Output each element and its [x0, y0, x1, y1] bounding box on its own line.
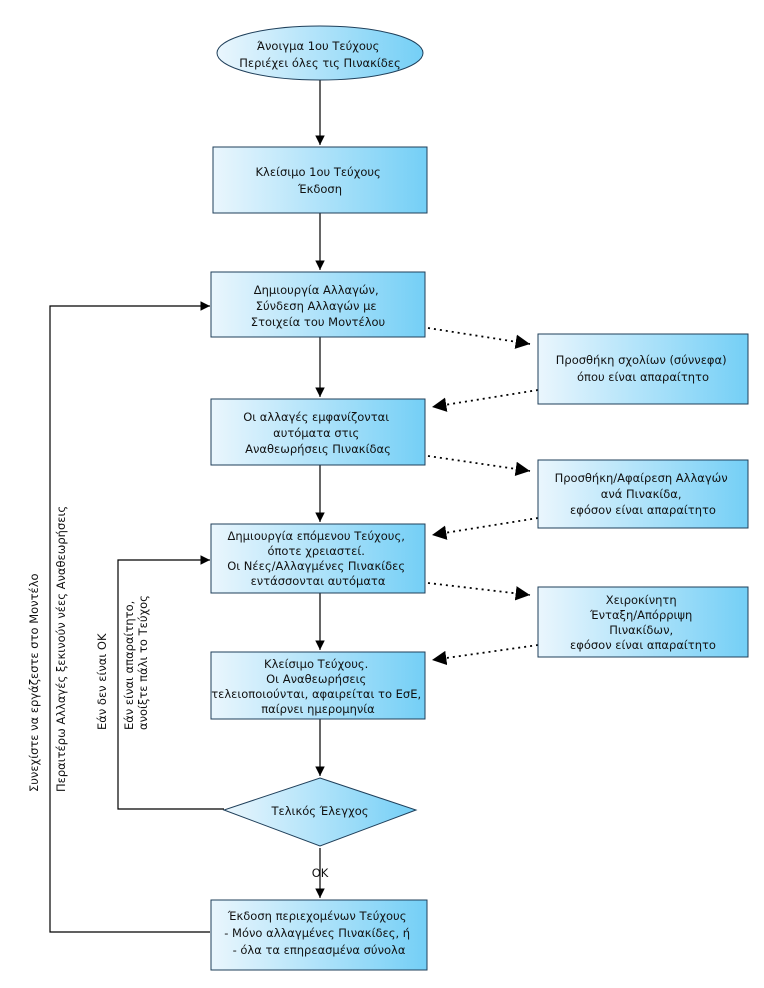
create-changes-line-1: Δημιουργία Αλλαγών, [254, 283, 379, 297]
loop-outer-line [49, 301, 210, 933]
close-issue-line-2: Οι Αναθεωρήσεις [266, 672, 366, 686]
node-create-changes: Δημιουργία Αλλαγών, Σύνδεση Αλλαγών με Σ… [210, 271, 426, 338]
loop-inner-line-1: Εάν δεν είναι ΟΚ [95, 633, 109, 730]
node-next-issue: Δημιουργία επόμενου Τεύχους, όποτε χρεια… [210, 523, 426, 594]
create-changes-line-3: Στοιχεία του Μοντέλου [251, 315, 385, 329]
node-side-manual: Χειροκίνητη Ένταξη/Απόρριψη Πινακίδων, ε… [537, 586, 749, 658]
create-changes-box [210, 271, 426, 338]
node-final-check: Τελικός Έλεγχος [222, 777, 418, 847]
side-comments-text: Προσθήκη σχολίων (σύννεφα) όπου είναι απ… [556, 353, 731, 384]
side-manual-line-3: Πινακίδων, [609, 623, 673, 637]
issue-output-line-3: - όλα τα επηρεασμένα σύνολα [233, 943, 406, 957]
dotted-comments-to-auto [431, 389, 539, 412]
issue-output-line-1: Έκδοση περιεχομένων Τεύχους [227, 909, 407, 923]
close-first-box [212, 146, 428, 214]
node-issue-output: Έκδοση περιεχομένων Τεύχους - Μόνο αλλαγ… [210, 899, 428, 971]
loop-inner-line-2: Εάν είναι απαραίτητο, [122, 601, 136, 730]
create-changes-text: Δημιουργία Αλλαγών, Σύνδεση Αλλαγών με Σ… [251, 283, 385, 329]
close-first-text: Κλείσιμο 1ου Τεύχους Έκδοση [256, 165, 385, 196]
auto-revisions-line-3: Αναθεωρήσεις Πινακίδας [245, 442, 391, 456]
next-issue-line-2: όποτε χρειαστεί. [267, 544, 364, 558]
close-issue-line-3: τελειοποιούνται, αφαιρείται το ΕσΕ, [211, 687, 421, 701]
close-issue-line-4: παίρνει ημερομηνία [261, 702, 375, 716]
side-add-remove-box [537, 459, 749, 529]
side-add-remove-text: Προσθήκη/Αφαίρεση Αλλαγών ανά Πινακίδα, … [555, 471, 732, 517]
side-comments-line-2: όπου είναι απαραίτητο [577, 370, 709, 384]
auto-revisions-box [210, 398, 426, 466]
dotted-manual-to-close [431, 644, 539, 666]
loop-connectors [49, 301, 224, 933]
side-add-remove-line-1: Προσθήκη/Αφαίρεση Αλλαγών [555, 471, 728, 485]
loop-outer-line-1: Συνεχίστε να εργάζεστε στο Μοντέλο [27, 573, 41, 792]
issue-output-text: Έκδοση περιεχομένων Τεύχους - Μόνο αλλαγ… [224, 909, 414, 957]
next-issue-box [210, 523, 426, 594]
dotted-create-to-comments [427, 327, 531, 349]
dotted-connectors [427, 327, 539, 666]
final-check-diamond [222, 777, 418, 847]
next-issue-line-4: εντάσσονται αυτόματα [251, 574, 386, 588]
loop-inner-line [117, 555, 224, 810]
node-close-issue: Κλείσιμο Τεύχους. Οι Αναθεωρήσεις τελειο… [210, 651, 426, 720]
loop-outer-label: Συνεχίστε να εργάζεστε στο Μοντέλο Περαι… [27, 506, 68, 792]
side-manual-box [537, 586, 749, 658]
dotted-next-to-manual [427, 582, 531, 601]
auto-revisions-line-2: αυτόματα στις [273, 426, 359, 440]
loop-outer-line-2: Περαιτέρω Αλλαγές ξεκινούν νέες Αναθεωρή… [54, 506, 68, 792]
dotted-addremove-to-next [431, 517, 539, 540]
side-add-remove-line-2: ανά Πινακίδα, [601, 487, 682, 501]
loop-inner-text: Εάν δεν είναι ΟΚ Εάν είναι απαραίτητο, α… [95, 595, 150, 730]
issue-output-line-2: - Μόνο αλλαγμένες Πινακίδες, ή [224, 926, 410, 940]
close-issue-line-1: Κλείσιμο Τεύχους. [264, 657, 368, 671]
next-issue-line-3: Οι Νέες/Αλλαγμένες Πινακίδες [227, 559, 405, 573]
dotted-auto-to-addremove [427, 455, 531, 477]
close-first-line-1: Κλείσιμο 1ου Τεύχους [256, 165, 381, 179]
node-close-first: Κλείσιμο 1ου Τεύχους Έκδοση [212, 146, 428, 214]
node-side-add-remove: Προσθήκη/Αφαίρεση Αλλαγών ανά Πινακίδα, … [537, 459, 749, 529]
side-comments-line-1: Προσθήκη σχολίων (σύννεφα) [556, 353, 727, 367]
next-issue-line-1: Δημιουργία επόμενου Τεύχους, [227, 529, 404, 543]
next-issue-text: Δημιουργία επόμενου Τεύχους, όποτε χρεια… [227, 529, 409, 588]
final-check-line-1: Τελικός Έλεγχος [271, 804, 369, 818]
ok-label: OK [312, 866, 329, 880]
side-manual-line-2: Ένταξη/Απόρριψη [589, 608, 692, 622]
close-issue-text: Κλείσιμο Τεύχους. Οι Αναθεωρήσεις τελειο… [211, 657, 425, 716]
auto-revisions-text: Οι αλλαγές εμφανίζονται αυτόματα στις Αν… [243, 410, 393, 456]
loop-inner-line-3: ανοίξτε πάλι το Τεύχος [136, 595, 150, 730]
start-ellipse [216, 25, 424, 81]
side-manual-text: Χειροκίνητη Ένταξη/Απόρριψη Πινακίδων, ε… [570, 593, 716, 652]
start-line-1: Άνοιγμα 1ου Τεύχους [257, 39, 379, 53]
close-issue-box [210, 651, 426, 720]
side-manual-line-4: εφόσον είναι απαραίτητο [570, 638, 716, 652]
loop-outer-text: Συνεχίστε να εργάζεστε στο Μοντέλο Περαι… [27, 506, 68, 792]
side-manual-line-1: Χειροκίνητη [606, 593, 677, 607]
auto-revisions-line-1: Οι αλλαγές εμφανίζονται [243, 410, 389, 424]
final-check-text: Τελικός Έλεγχος [271, 804, 369, 818]
node-auto-revisions: Οι αλλαγές εμφανίζονται αυτόματα στις Αν… [210, 398, 426, 466]
start-line-2: Περιέχει όλες τις Πινακίδες [239, 56, 401, 70]
side-add-remove-line-3: εφόσον είναι απαραίτητο [570, 503, 716, 517]
close-first-line-2: Έκδοση [297, 182, 342, 196]
node-start: Άνοιγμα 1ου Τεύχους Περιέχει όλες τις Πι… [216, 25, 424, 81]
create-changes-line-2: Σύνδεση Αλλαγών με [256, 299, 377, 313]
node-side-comments: Προσθήκη σχολίων (σύννεφα) όπου είναι απ… [537, 333, 749, 405]
loop-inner-label: Εάν δεν είναι ΟΚ Εάν είναι απαραίτητο, α… [95, 595, 150, 730]
start-text: Άνοιγμα 1ου Τεύχους Περιέχει όλες τις Πι… [239, 39, 401, 70]
side-comments-box [537, 333, 749, 405]
issue-output-box [210, 899, 428, 971]
